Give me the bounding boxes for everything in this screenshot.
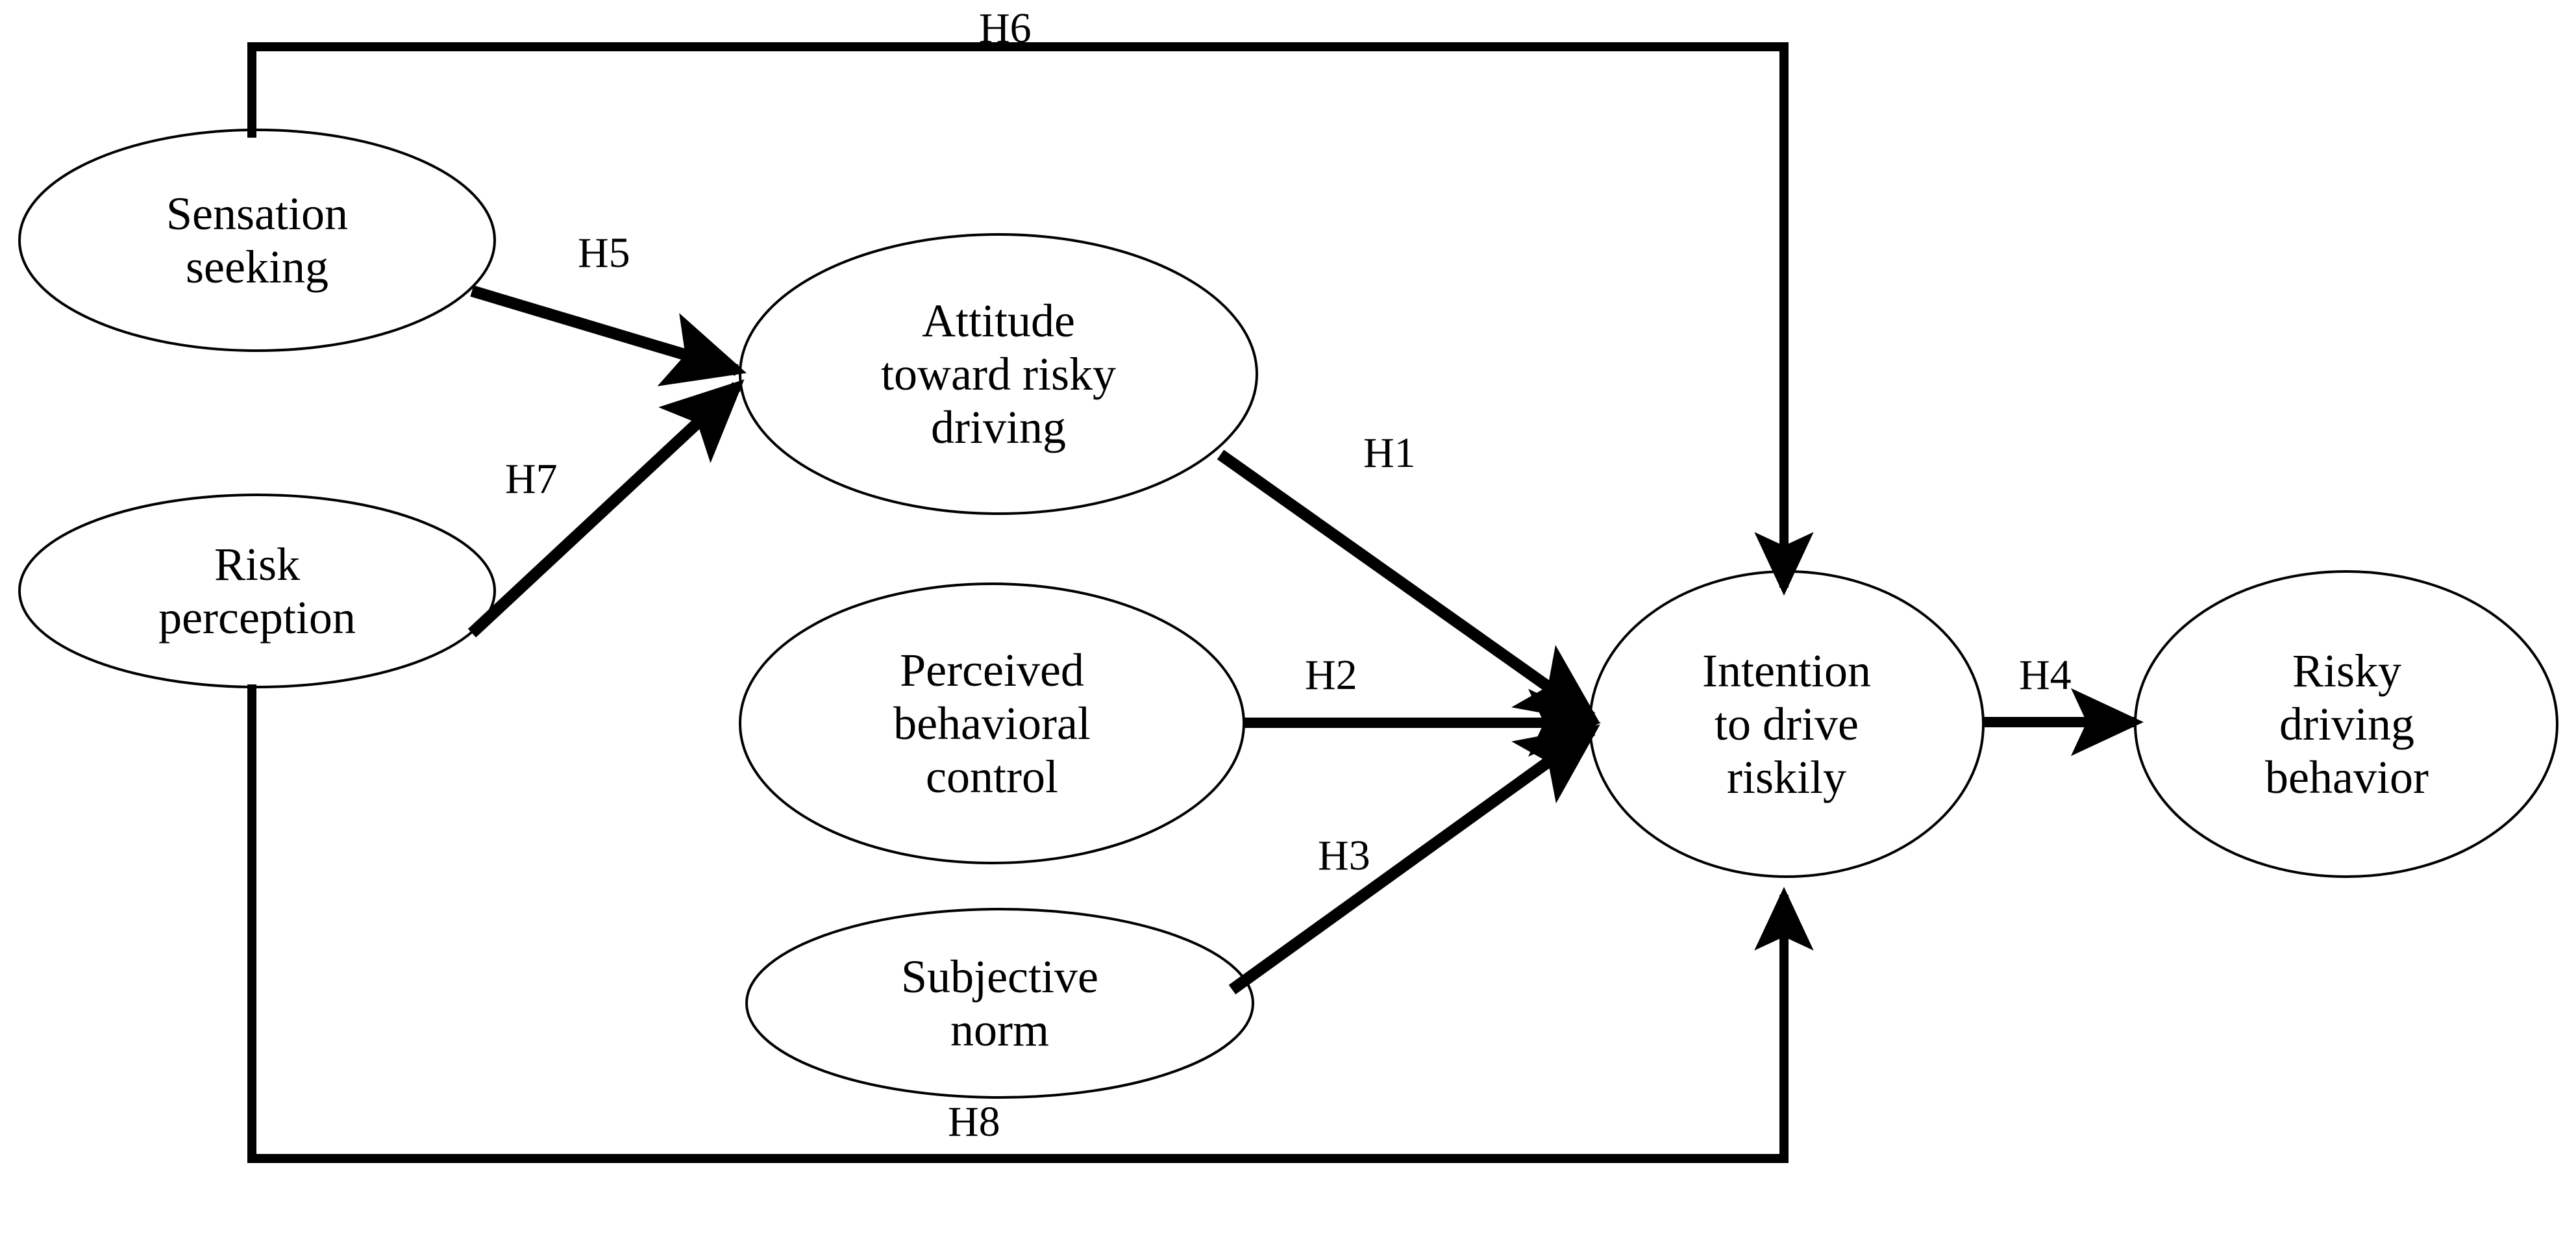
edge-h5 [470, 285, 747, 386]
node-attitude-toward-risky-driving [739, 233, 1258, 515]
edge-label-h6: H6 [979, 5, 1032, 52]
edge-label-h2: H2 [1305, 651, 1357, 699]
node-perceived-behavioral-control [739, 582, 1245, 864]
node-risk-perception [18, 494, 496, 688]
edge-h3 [1228, 724, 1600, 995]
edge-label-h1: H1 [1363, 429, 1416, 477]
edge-h6 [247, 42, 1814, 596]
node-intention-to-drive-riskily [1589, 570, 1985, 878]
edge-label-h4: H4 [2019, 651, 2072, 699]
edge-h7 [467, 379, 745, 638]
edge-h8 [247, 684, 1814, 1163]
edge-label-h7: H7 [505, 455, 558, 503]
edge-label-h5: H5 [578, 229, 630, 277]
edge-label-h3: H3 [1318, 832, 1370, 879]
node-subjective-norm [745, 908, 1254, 1099]
edge-h1 [1217, 449, 1600, 724]
node-sensation-seeking [18, 129, 496, 352]
edge-label-h8: H8 [948, 1098, 1000, 1146]
node-risky-driving-behavior [2134, 570, 2558, 878]
